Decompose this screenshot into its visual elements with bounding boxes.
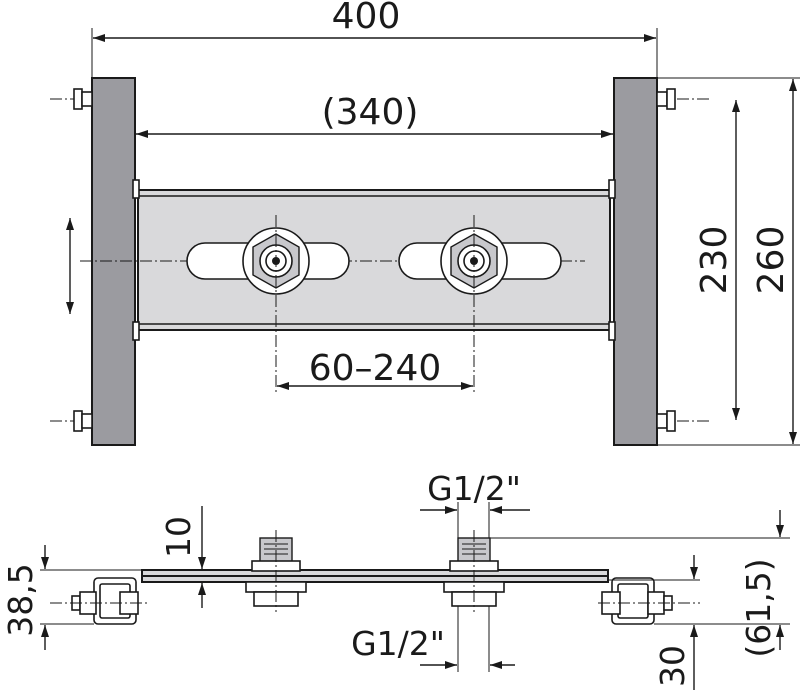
dim-label-depth-left: 38,5 — [1, 563, 40, 636]
dim-label-plate-offset: 10 — [159, 516, 198, 558]
dim-label-overall-width: 400 — [332, 0, 401, 37]
left-post-bolts — [50, 88, 93, 432]
dim-label-overall-height: 260 — [751, 226, 792, 295]
left-side-bracket — [50, 577, 150, 625]
right-side-bracket — [598, 577, 700, 625]
dim-outlet-spacing: 60–240 — [277, 348, 473, 390]
dim-thread-top: G1/2" — [420, 469, 530, 540]
dim-fixing-height: 230 — [694, 100, 740, 420]
dim-label-thread-top: G1/2" — [427, 469, 521, 508]
dim-inner-width: (340) — [136, 92, 613, 138]
dim-label-fixing-height: 230 — [694, 226, 735, 295]
right-mounting-post — [613, 77, 658, 446]
dim-label-inner-width: (340) — [322, 92, 419, 133]
dim-thread-bottom: G1/2" — [351, 606, 515, 672]
dim-label-thread-bottom: G1/2" — [351, 624, 445, 663]
dim-label-depth-right: (61,5) — [739, 558, 778, 657]
dim-depth-right: (61,5) — [490, 510, 790, 658]
left-outlet — [186, 215, 350, 395]
dim-label-depth-bottom: 30 — [653, 645, 692, 687]
dim-plate-offset: 10 — [159, 506, 250, 608]
right-side-fitting — [443, 530, 505, 612]
left-side-fitting — [245, 530, 307, 612]
dim-overall-width: 400 — [91, 0, 658, 78]
dim-depth-bottom: 30 — [608, 555, 700, 690]
dim-overall-height: 260 — [657, 77, 800, 446]
side-view: G1/2" — [1, 469, 790, 690]
right-outlet — [398, 215, 562, 395]
front-view: 400 (340) — [50, 0, 800, 446]
right-post-bolts — [656, 88, 712, 432]
dim-label-outlet-spacing: 60–240 — [309, 348, 442, 389]
dim-depth-left: 38,5 — [1, 545, 142, 650]
